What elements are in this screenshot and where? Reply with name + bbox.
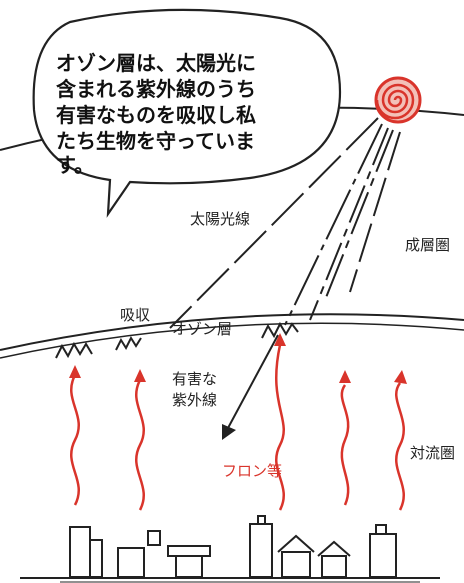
bubble-line-2: 含まれる紫外線のうち (56, 77, 256, 101)
harmful-uv-arrow (222, 334, 279, 440)
ozone-layer-label: オゾン層 (172, 320, 232, 338)
building-6-top (375, 524, 387, 535)
house-2-roof (317, 540, 351, 557)
cfc-wave-5 (395, 382, 405, 511)
speech-bubble (32, 8, 342, 218)
stratosphere-label: 成層圏 (405, 236, 450, 254)
absorption-zigzag-right (261, 321, 299, 339)
sun-ray-4 (324, 129, 394, 301)
sun-ray-2 (284, 123, 383, 326)
sunlight-label: 太陽光線 (190, 210, 250, 228)
house-1-body (281, 551, 311, 578)
building-5-chimney (257, 515, 266, 525)
sun-icon (374, 76, 422, 124)
sun-ray-3 (309, 127, 389, 321)
cfc-label: フロン等 (222, 462, 282, 480)
cfc-wave-4 (340, 384, 350, 506)
bubble-line-3: 有害なものを吸収し私 (56, 103, 256, 127)
ground-buildings (69, 515, 397, 578)
cfc-wave-5-head (394, 370, 407, 384)
bubble-line-1: オゾン層は、太陽光に (56, 51, 256, 75)
building-4 (167, 545, 211, 557)
building-6 (369, 533, 397, 578)
building-2 (89, 539, 103, 578)
cfc-wave-1-head (69, 365, 81, 378)
sun-ray-5 (349, 131, 401, 293)
cfc-wave-2-head (134, 369, 146, 382)
absorption-marks (55, 321, 299, 359)
house-2-body (321, 555, 347, 578)
harmful-uv-label-line2: 紫外線 (172, 391, 217, 409)
building-4-body (175, 555, 203, 578)
absorption-label: 吸収 (120, 306, 150, 324)
harmful-uv-label-line1: 有害な (172, 370, 217, 388)
absorption-zigzag-mid (115, 335, 142, 351)
cfc-wave-2 (135, 379, 145, 511)
building-3-top (147, 530, 161, 546)
building-5 (249, 523, 273, 578)
absorption-zigzag-left (55, 341, 93, 359)
sun-ray-absorbed (169, 117, 379, 329)
cfc-wave-3-head (274, 333, 286, 346)
sunlight-rays (169, 117, 401, 329)
cfc-wave-4-head (339, 370, 351, 383)
cfc-rising-lines (69, 333, 407, 511)
ozone-layer-band-top (0, 313, 464, 351)
building-3 (117, 547, 145, 578)
building-1 (69, 526, 91, 578)
troposphere-label: 対流圏 (410, 444, 455, 462)
cfc-wave-3 (275, 344, 285, 511)
cfc-wave-1 (70, 374, 80, 506)
bubble-line-5: す。 (56, 153, 94, 177)
bubble-line-4: たち生物を守っていま (56, 129, 255, 153)
house-1-roof (277, 534, 315, 553)
